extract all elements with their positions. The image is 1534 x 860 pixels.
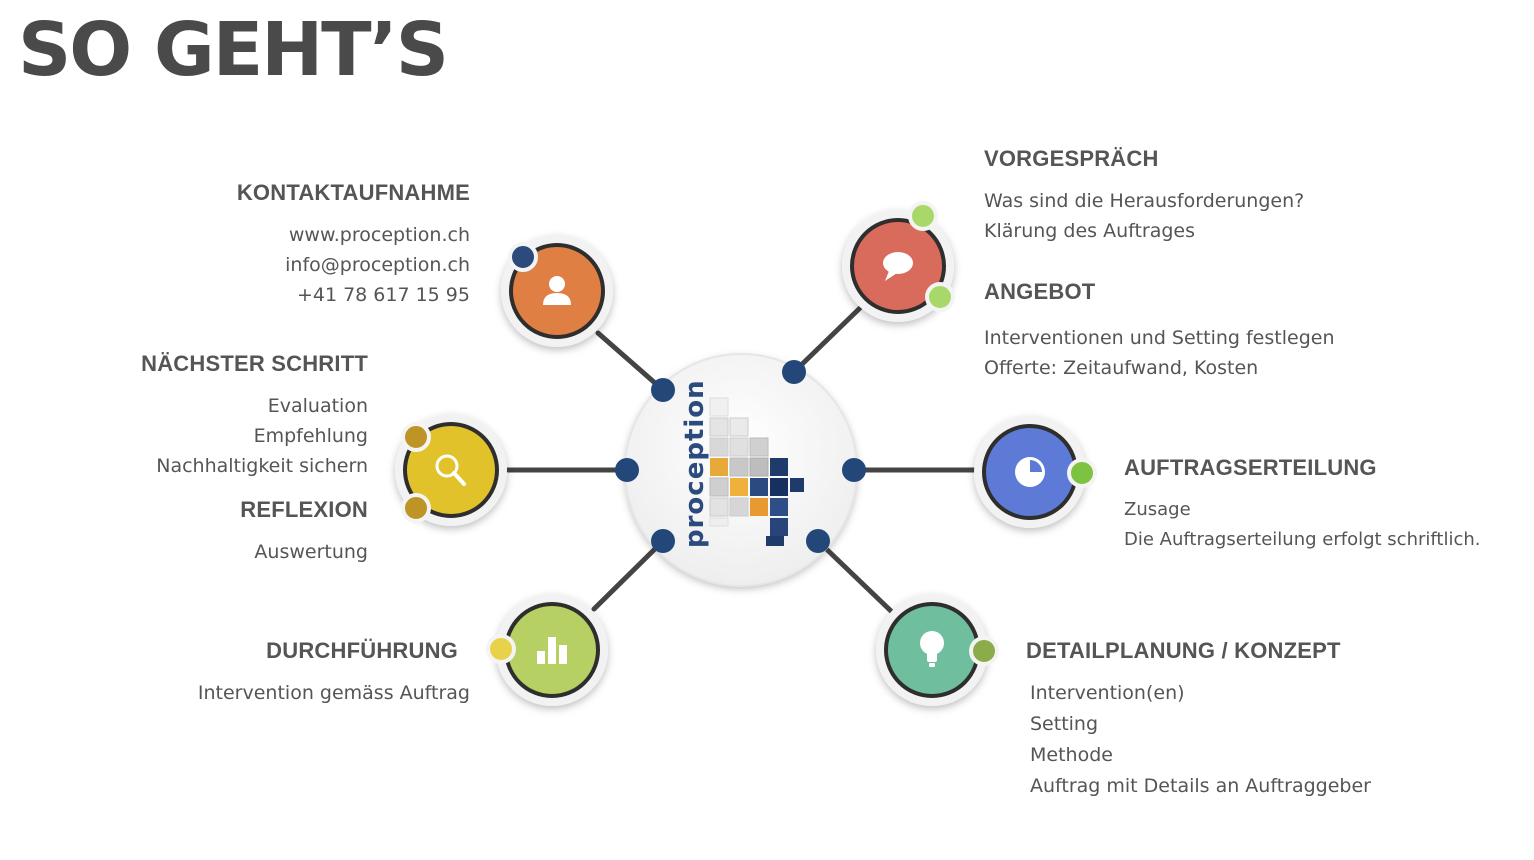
section-line: Intervention(en) <box>1030 682 1185 704</box>
hub-dot-naechster <box>615 458 639 482</box>
section-lines: Intervention gemäss Auftrag <box>110 678 470 708</box>
section-heading: NÄCHSTER SCHRITT <box>141 351 368 376</box>
person-icon <box>543 276 571 305</box>
hub-dot-detail <box>806 529 830 553</box>
logo-text: proception <box>680 379 710 548</box>
accent-dot-durchfuehrung <box>486 634 516 664</box>
section-lines: www.proception.ch info@proception.ch +41… <box>110 220 470 310</box>
hub-dot-auftrag <box>842 458 866 482</box>
section-reflexion: REFLEXION Auswertung <box>8 497 368 567</box>
section-line: Interventionen und Setting festlegen <box>984 327 1335 349</box>
section-lines: Zusage Die Auftragserteilung erfolgt sch… <box>1124 495 1524 555</box>
email-link[interactable]: info@proception.ch <box>285 254 470 276</box>
section-lines: Evaluation Empfehlung Nachhaltigkeit sic… <box>8 391 368 481</box>
section-heading: VORGESPRÄCH <box>984 146 1159 171</box>
accent-dots <box>401 201 1097 666</box>
section-line: Was sind die Herausforderungen? <box>984 190 1305 212</box>
section-line: Offerte: Zeitaufwand, Kosten <box>984 357 1259 379</box>
section-line: Nachhaltigkeit sichern <box>156 455 368 477</box>
accent-dot-kontakt <box>508 242 538 272</box>
section-heading: KONTAKTAUFNAHME <box>236 180 470 205</box>
section-auftragserteilung: AUFTRAGSERTEILUNG Zusage Die Auftragsert… <box>1124 455 1524 555</box>
accent-dot-angebot <box>925 282 955 312</box>
hub-dot-vorgespraech <box>782 360 806 384</box>
section-kontaktaufnahme: KONTAKTAUFNAHME www.proception.ch info@p… <box>110 180 470 310</box>
section-heading: DETAILPLANUNG / KONZEPT <box>1026 638 1341 663</box>
section-durchfuehrung: DURCHFÜHRUNG Intervention gemäss Auftrag <box>110 638 470 708</box>
section-angebot: ANGEBOT Interventionen und Setting festl… <box>984 279 1404 383</box>
section-detailplanung: DETAILPLANUNG / KONZEPT Intervention(en)… <box>1026 638 1466 802</box>
section-line: Auftrag mit Details an Auftraggeber <box>1030 775 1371 797</box>
connector-kontakt <box>595 330 666 393</box>
section-line: Methode <box>1030 744 1113 766</box>
page-title: SO GEHT’S <box>18 7 449 93</box>
section-line: Klärung des Auftrages <box>984 220 1196 242</box>
section-line: Die Auftragserteilung erfolgt schriftlic… <box>1124 529 1481 550</box>
section-vorgespraech: VORGESPRÄCH Was sind die Herausforderung… <box>984 146 1404 246</box>
website-link[interactable]: www.proception.ch <box>288 224 470 246</box>
speech-bubble-icon <box>883 252 913 281</box>
accent-dot-auftrag <box>1067 458 1097 488</box>
connector-vorgespraech <box>791 305 863 375</box>
hub-dot-kontakt <box>651 378 675 402</box>
lightbulb-icon <box>920 631 944 667</box>
section-line: Evaluation <box>267 395 368 417</box>
accent-dot-naechster <box>401 422 431 452</box>
section-heading: ANGEBOT <box>984 279 1096 304</box>
section-heading: AUFTRAGSERTEILUNG <box>1124 455 1377 480</box>
section-lines: Was sind die Herausforderungen? Klärung … <box>984 186 1404 246</box>
phone-number[interactable]: +41 78 617 15 95 <box>296 284 470 306</box>
accent-dot-reflexion <box>401 493 431 523</box>
bar-chart-icon <box>537 637 567 664</box>
section-heading: REFLEXION <box>240 497 368 522</box>
node-naechster <box>403 422 499 518</box>
section-line: Auswertung <box>254 541 368 563</box>
magnifier-icon <box>435 454 466 486</box>
hub-dot-durchfuehrung <box>651 529 675 553</box>
section-naechster-schritt: NÄCHSTER SCHRITT Evaluation Empfehlung N… <box>8 351 368 481</box>
section-lines: Interventionen und Setting festlegen Off… <box>984 323 1404 383</box>
section-lines: Auswertung <box>8 537 368 567</box>
logo-mosaic <box>709 397 804 546</box>
pie-chart-icon <box>1015 457 1045 487</box>
section-heading: DURCHFÜHRUNG <box>266 638 458 663</box>
section-lines: Intervention(en) Setting Methode Auftrag… <box>1026 678 1466 802</box>
accent-dot-detail <box>969 636 999 666</box>
section-line: Zusage <box>1124 499 1191 520</box>
section-line: Setting <box>1030 713 1099 735</box>
connector-detail <box>815 538 895 615</box>
section-line: Intervention gemäss Auftrag <box>197 682 470 704</box>
section-line: Empfehlung <box>253 425 368 447</box>
connectors <box>505 305 977 615</box>
connector-durchfuehrung <box>591 538 666 612</box>
accent-dot-vorgespraech-top <box>908 201 938 231</box>
hub-dots <box>615 360 866 553</box>
